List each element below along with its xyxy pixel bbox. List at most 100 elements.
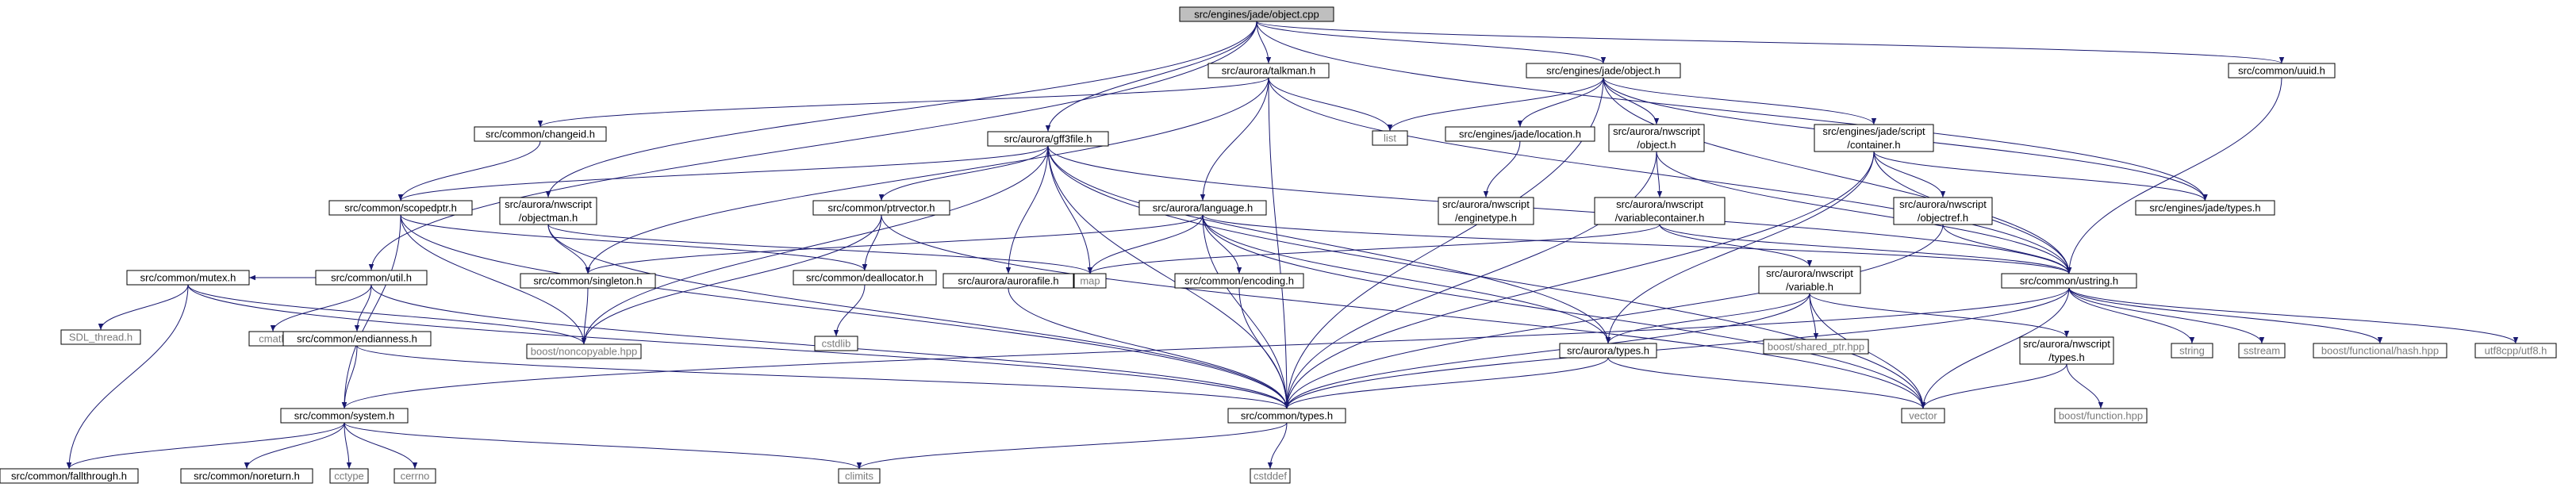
node-src-common-singleton-h[interactable]: src/common/singleton.h [520, 273, 656, 289]
node-string: string [2171, 343, 2213, 359]
node-label: src/common/singleton.h [533, 275, 642, 287]
edge-language-to-encoding [1202, 214, 1242, 274]
node-src-aurora-nwscript-variable-h[interactable]: src/aurora/nwscript/variable.h [1758, 266, 1861, 294]
node-src-aurora-nwscript-objectman-h[interactable]: src/aurora/nwscript/objectman.h [499, 197, 597, 225]
node-box [1227, 408, 1346, 424]
node-box [1179, 6, 1334, 22]
edge-ustring-to-hash [2068, 287, 2383, 344]
node-src-common-ustring-h[interactable]: src/common/ustring.h [2001, 273, 2137, 289]
edge-varcontainer-to-variable [1659, 224, 1813, 267]
node-label: src/common/types.h [1241, 410, 1333, 422]
node-src-aurora-aurorafile-h[interactable]: src/aurora/aurorafile.h [942, 273, 1074, 289]
node-label: src/common/ptrvector.h [827, 202, 935, 214]
node-src-engines-jade-types-h[interactable]: src/engines/jade/types.h [2135, 200, 2275, 216]
node-label: src/aurora/types.h [1567, 345, 1649, 357]
node-label: src/common/scopedptr.h [344, 202, 457, 214]
node-src-common-types-h[interactable]: src/common/types.h [1227, 408, 1346, 424]
node-label: src/common/uuid.h [2238, 65, 2325, 77]
node-label: src/aurora/nwscript [1613, 125, 1700, 137]
node-src-engines-jade-script-container-h[interactable]: src/engines/jade/script/container.h [1814, 124, 1934, 152]
node-label: src/common/util.h [331, 272, 412, 284]
edge-root-to-objectman [545, 21, 1257, 198]
edge-ptrvector-to-deallocator [862, 214, 882, 271]
node-src-aurora-nwscript-objectref-h[interactable]: src/aurora/nwscript/objectref.h [1893, 197, 1993, 225]
node-src-aurora-nwscript-object-h[interactable]: src/aurora/nwscript/object.h [1608, 124, 1705, 152]
edge-ustring-to-ctypes [1284, 287, 2070, 409]
node-src-common-fallthrough-h[interactable]: src/common/fallthrough.h [0, 468, 139, 484]
node-label: src/aurora/language.h [1153, 202, 1253, 214]
edge-root-to-util [368, 21, 1257, 271]
node-label: /variablecontainer.h [1615, 212, 1705, 224]
node-src-aurora-nwscript-types-h[interactable]: src/aurora/nwscript/types.h [2019, 336, 2114, 365]
node-src-common-endianness-h[interactable]: src/common/endianness.h [282, 331, 432, 347]
edge-auroratypes-to-ctypes [1284, 357, 1609, 409]
node-map: map [1073, 273, 1107, 289]
node-src-aurora-types-h[interactable]: src/aurora/types.h [1559, 343, 1657, 359]
node-box [1814, 124, 1934, 152]
edge-talkman-to-singleton [585, 77, 1269, 274]
node-box [1893, 197, 1993, 225]
node-box [520, 273, 656, 289]
node-label: /variable.h [1786, 281, 1833, 293]
edge-nwobject-to-ustring [1656, 151, 2072, 274]
node-label: src/common/fallthrough.h [11, 470, 127, 482]
node-label: utf8cpp/utf8.h [2485, 345, 2547, 357]
node-src-engines-jade-object-cpp[interactable]: src/engines/jade/object.cpp [1179, 6, 1334, 22]
node-label: SDL_thread.h [69, 332, 132, 343]
edge-language-to-auroratypes [1202, 214, 1611, 344]
edge-util-to-cmath [270, 284, 372, 332]
node-src-engines-jade-location-h[interactable]: src/engines/jade/location.h [1445, 126, 1595, 142]
node-box [1445, 126, 1595, 142]
edge-talkman-to-ctypes [1268, 77, 1290, 409]
edge-ustring-to-utf8 [2068, 287, 2519, 344]
edge-scopedptr-to-system [341, 214, 401, 409]
node-src-common-deallocator-h[interactable]: src/common/deallocator.h [793, 270, 937, 286]
edge-system-to-fallthrough [66, 422, 345, 470]
edge-root-to-jtypes [1256, 21, 2208, 201]
node-src-common-changeid-h[interactable]: src/common/changeid.h [474, 126, 607, 142]
node-src-aurora-talkman-h[interactable]: src/aurora/talkman.h [1207, 63, 1330, 79]
node-src-aurora-nwscript-variablecontainer-h[interactable]: src/aurora/nwscript/variablecontainer.h [1594, 197, 1726, 225]
node-boost-function-hpp: boost/function.hpp [2054, 408, 2148, 424]
node-src-common-uuid-h[interactable]: src/common/uuid.h [2228, 63, 2336, 79]
edge-objectman-to-ctypes [547, 224, 1290, 409]
node-box [1526, 63, 1681, 79]
node-box [60, 329, 141, 345]
node-src-common-noreturn-h[interactable]: src/common/noreturn.h [180, 468, 313, 484]
node-src-common-ptrvector-h[interactable]: src/common/ptrvector.h [812, 200, 950, 216]
node-boost-shared-ptr-hpp: boost/shared_ptr.hpp [1763, 339, 1869, 355]
node-label: src/engines/jade/object.cpp [1194, 9, 1319, 21]
edge-root-to-uuid [1256, 21, 2284, 64]
node-label: map [1080, 275, 1100, 287]
edge-jobject-to-container [1603, 77, 1877, 125]
edge-gff3file-to-aurorafile [1005, 145, 1049, 274]
edge-system-to-climits [344, 422, 862, 470]
node-box [2238, 343, 2286, 359]
node-src-aurora-gff3file-h[interactable]: src/aurora/gff3file.h [987, 131, 1109, 147]
node-box [814, 336, 858, 351]
edge-ustring-to-sstream [2068, 287, 2265, 344]
node-src-aurora-language-h[interactable]: src/aurora/language.h [1138, 200, 1267, 216]
node-src-common-encoding-h[interactable]: src/common/encoding.h [1174, 273, 1304, 289]
node-label: /objectman.h [519, 212, 578, 224]
edge-gff3file-to-ustring [1047, 145, 2072, 274]
node-src-common-mutex-h[interactable]: src/common/mutex.h [126, 270, 250, 286]
node-sdl-thread-h: SDL_thread.h [60, 329, 141, 345]
node-box [2474, 343, 2557, 359]
edge-objectref-to-ctypes [1284, 224, 1944, 409]
node-src-engines-jade-object-h[interactable]: src/engines/jade/object.h [1526, 63, 1681, 79]
node-src-common-util-h[interactable]: src/common/util.h [315, 270, 428, 286]
node-src-common-system-h[interactable]: src/common/system.h [280, 408, 409, 424]
edge-auroratypes-to-vector [1607, 357, 1926, 409]
edge-uuid-to-ustring [2066, 77, 2282, 274]
node-src-aurora-nwscript-enginetype-h[interactable]: src/aurora/nwscript/enginetype.h [1438, 197, 1534, 225]
node-src-common-scopedptr-h[interactable]: src/common/scopedptr.h [328, 200, 473, 216]
node-label: cstdlib [822, 338, 851, 350]
edge-ptrvector-to-noncopyable [581, 214, 882, 345]
node-box [1594, 197, 1726, 225]
edge-endianness-to-system [341, 345, 358, 409]
node-box [1559, 343, 1657, 359]
node-label: boost/functional/hash.hpp [2321, 345, 2439, 357]
edge-gff3file-to-noncopyable [581, 145, 1049, 345]
